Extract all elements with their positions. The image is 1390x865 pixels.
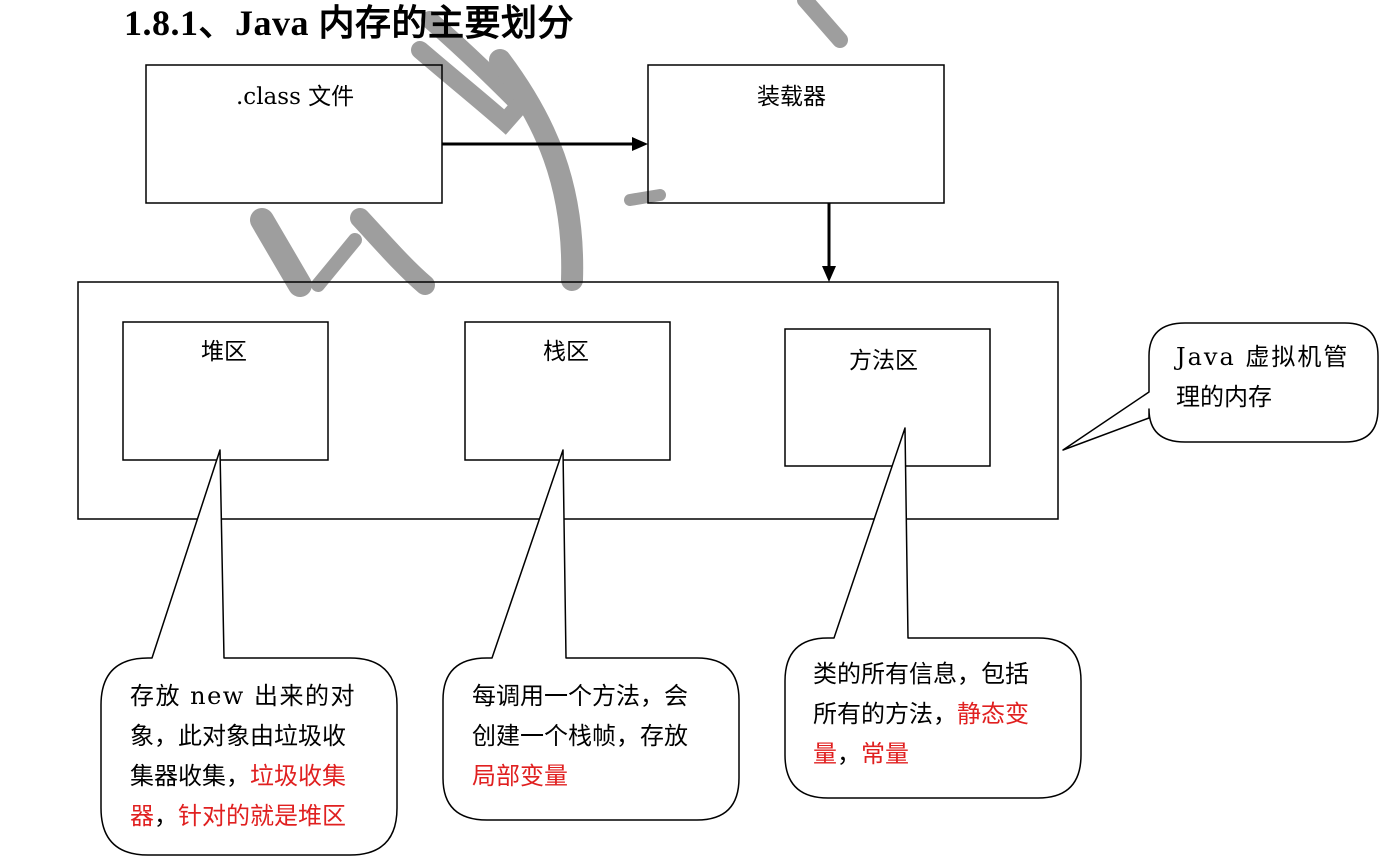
arrow-loader-to-memory bbox=[822, 203, 836, 282]
jvm-callout-text: Java 虚拟机管 理的内存 bbox=[1176, 337, 1349, 417]
class-file-label: .class 文件 bbox=[236, 84, 355, 110]
heap-callout-span: 集器收集， bbox=[130, 762, 250, 790]
loader-box bbox=[647, 64, 945, 204]
heap-label: 堆区 bbox=[201, 339, 247, 365]
heap-callout-highlight: 针对的就是堆区 bbox=[178, 802, 346, 830]
method-area-box bbox=[784, 328, 991, 467]
method-callout-highlight: 静态变 bbox=[957, 700, 1029, 728]
stack-callout-line: 局部变量 bbox=[472, 756, 722, 796]
stack-callout-highlight: 局部变量 bbox=[472, 762, 568, 790]
stack-box bbox=[464, 321, 671, 461]
stack-callout-line: 每调用一个方法，会 bbox=[472, 682, 688, 710]
heap-callout-text: 存放 new 出来的对 象，此对象由垃圾收 集器收集，垃圾收集 器，针对的就是堆… bbox=[130, 676, 380, 836]
watermark bbox=[250, 0, 848, 297]
method-callout-span: ， bbox=[837, 740, 861, 768]
method-callout-line: 量，常量 bbox=[813, 734, 1063, 774]
loader-label: 装载器 bbox=[757, 84, 826, 110]
heap-callout-bubble bbox=[100, 449, 398, 856]
heap-callout-highlight: 器 bbox=[130, 802, 154, 830]
method-callout-bubble bbox=[784, 427, 1082, 799]
heap-box bbox=[122, 321, 329, 461]
heap-callout-highlight: 垃圾收集 bbox=[250, 762, 346, 790]
heap-callout-line: 存放 new 出来的对 bbox=[130, 682, 356, 710]
method-callout-highlight: 量 bbox=[813, 740, 837, 768]
heap-callout-line: 器，针对的就是堆区 bbox=[130, 796, 380, 836]
jvm-memory-box bbox=[77, 281, 1059, 520]
method-callout-text: 类的所有信息，包括 所有的方法，静态变 量，常量 bbox=[813, 654, 1063, 774]
page-title: 1.8.1、Java 内存的主要划分 bbox=[124, 3, 575, 43]
method-callout-line: 所有的方法，静态变 bbox=[813, 694, 1063, 734]
stack-callout-text: 每调用一个方法，会 创建一个栈帧，存放 局部变量 bbox=[472, 676, 722, 796]
method-callout-highlight: 常量 bbox=[861, 740, 909, 768]
stack-callout-line: 创建一个栈帧，存放 bbox=[472, 722, 688, 750]
heap-callout-span: ， bbox=[154, 802, 178, 830]
heap-callout-line: 集器收集，垃圾收集 bbox=[130, 756, 380, 796]
method-area-label: 方法区 bbox=[849, 348, 918, 374]
heap-callout-line: 象，此对象由垃圾收 bbox=[130, 722, 346, 750]
stack-callout-bubble bbox=[442, 449, 740, 821]
method-callout-span: 所有的方法， bbox=[813, 700, 957, 728]
class-file-box bbox=[145, 64, 443, 204]
method-callout-line: 类的所有信息，包括 bbox=[813, 660, 1029, 688]
stack-label: 栈区 bbox=[543, 339, 589, 365]
jvm-callout-bubble bbox=[1062, 322, 1379, 451]
jvm-callout-line: 理的内存 bbox=[1176, 383, 1272, 411]
jvm-callout-line: Java 虚拟机管 bbox=[1176, 343, 1350, 371]
arrow-class-to-loader bbox=[442, 137, 648, 151]
